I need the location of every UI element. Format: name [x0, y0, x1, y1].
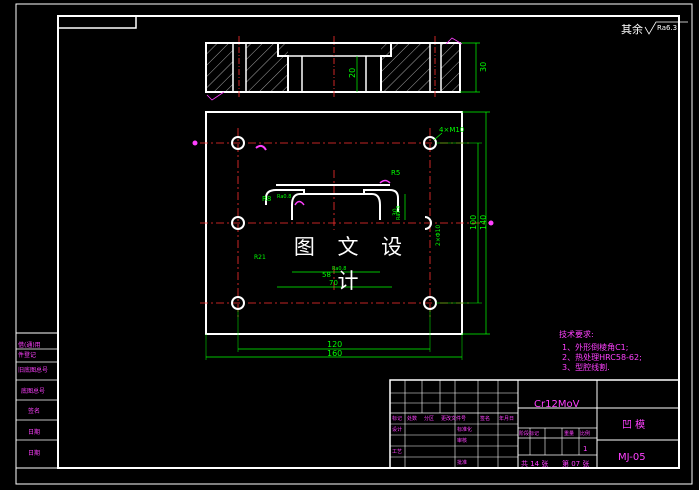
svg-text:2×Φ10: 2×Φ10 [435, 225, 442, 246]
svg-text:58: 58 [322, 271, 331, 279]
svg-text:Cr12MoV: Cr12MoV [534, 399, 580, 410]
pin-hole-right [424, 216, 432, 230]
section-view: 30 20 [205, 36, 488, 101]
svg-text:120: 120 [327, 340, 342, 349]
watermark-text: 图 文 设 计 [282, 230, 422, 293]
svg-text:4×M10: 4×M10 [439, 126, 464, 134]
svg-text:30: 30 [479, 62, 488, 72]
section-hatch-right [381, 44, 430, 92]
svg-text:标准化: 标准化 [457, 426, 472, 433]
svg-text:件登记: 件登记 [18, 351, 36, 359]
svg-text:批准: 批准 [457, 459, 467, 466]
svg-text:日期: 日期 [28, 449, 40, 457]
svg-text:R21: R21 [254, 254, 266, 261]
drawing-border [57, 15, 680, 469]
svg-text:分区: 分区 [424, 415, 434, 422]
svg-text:技术要求:: 技术要求: [559, 329, 594, 339]
section-outline [205, 42, 461, 93]
svg-text:设计: 设计 [392, 426, 402, 433]
svg-text:借(通)用: 借(通)用 [18, 341, 41, 349]
sheet-outer-frame [15, 3, 693, 485]
hole-top-left [231, 136, 245, 150]
code-box [57, 15, 137, 29]
section-cavity [277, 43, 392, 92]
left-strip-table: 借(通)用 件登记 旧底图总号 底图总号 签名 日期 日期 [15, 332, 59, 469]
svg-text:30: 30 [392, 208, 399, 216]
svg-text:R5: R5 [391, 169, 400, 177]
svg-text:年月日: 年月日 [499, 415, 514, 422]
svg-text:比例: 比例 [580, 430, 590, 437]
section-hatch-far [441, 44, 460, 92]
svg-text:第 07 张: 第 07 张 [562, 459, 589, 468]
svg-text:2、热处理HRC58-62;: 2、热处理HRC58-62; [562, 352, 642, 362]
svg-text:其余: 其余 [621, 22, 643, 36]
svg-text:1: 1 [583, 445, 587, 453]
hole-bottom-left [231, 296, 245, 310]
svg-text:凹 模: 凹 模 [622, 419, 645, 431]
svg-text:3、型腔线割.: 3、型腔线割. [562, 362, 610, 372]
svg-text:Ra6.3: Ra6.3 [657, 24, 677, 32]
svg-text:审核: 审核 [457, 437, 467, 444]
svg-text:1、外形倒棱角C1;: 1、外形倒棱角C1; [562, 342, 628, 352]
plan-view: 4×M10 R5 R8 Ra0.8 R21 2×Φ10 Ra0.8 Ra0.8 … [192, 111, 494, 360]
svg-text:MJ-05: MJ-05 [618, 452, 646, 463]
svg-text:100: 100 [469, 215, 478, 230]
svg-text:标记: 标记 [392, 415, 402, 422]
svg-text:阶段标记: 阶段标记 [519, 430, 539, 437]
svg-text:共 14 张: 共 14 张 [521, 459, 548, 468]
surface-finish-note: 其余 Ra6.3 [621, 21, 688, 36]
svg-text:日期: 日期 [28, 428, 40, 436]
cavity-profile [265, 184, 399, 220]
svg-text:Ra0.8: Ra0.8 [396, 206, 402, 220]
svg-text:签名: 签名 [480, 415, 490, 422]
title-block: 标记 处数 分区 更改文件号 签名 年月日 设计 标准化 审核 工艺 批准 阶段… [389, 379, 680, 469]
svg-text:160: 160 [327, 349, 342, 358]
svg-text:R8: R8 [262, 195, 271, 203]
svg-text:20: 20 [348, 68, 357, 78]
svg-text:处数: 处数 [407, 415, 417, 422]
pin-hole-left [231, 216, 245, 230]
svg-text:签名: 签名 [28, 407, 40, 415]
svg-text:Ra0.8: Ra0.8 [332, 266, 346, 272]
svg-text:旧底图总号: 旧底图总号 [18, 366, 48, 374]
svg-text:重量: 重量 [564, 430, 574, 437]
svg-text:更改文件号: 更改文件号 [441, 415, 466, 422]
svg-text:Ra0.8: Ra0.8 [277, 194, 291, 200]
svg-text:底图总号: 底图总号 [21, 387, 45, 395]
technical-requirements: 技术要求: 1、外形倒棱角C1; 2、热处理HRC58-62; 3、型腔线割. [559, 329, 642, 372]
section-hatch-mid [246, 44, 288, 92]
svg-text:工艺: 工艺 [392, 449, 402, 455]
svg-text:70: 70 [329, 279, 338, 287]
section-hatch-left [207, 44, 233, 92]
svg-text:140: 140 [479, 215, 488, 230]
